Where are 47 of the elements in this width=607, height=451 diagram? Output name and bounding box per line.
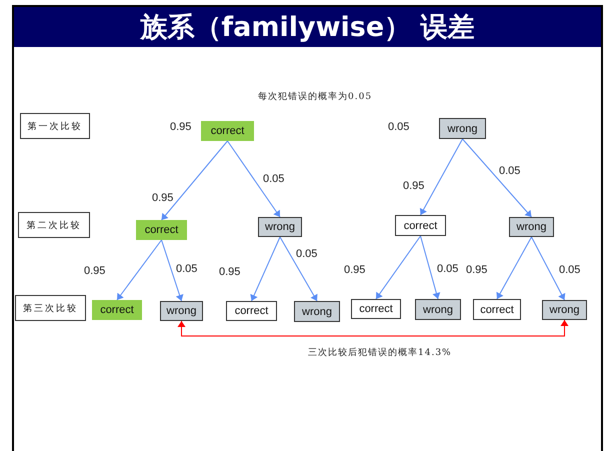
edge-label: 0.95	[344, 264, 366, 276]
edge-label: 0.95	[403, 180, 424, 192]
arrow	[250, 236, 280, 302]
probability-label: 0.05	[388, 121, 410, 133]
edge-label: 0.05	[499, 165, 520, 177]
arrow	[280, 236, 318, 302]
edge-label: 三次比较后犯错误的概率14.3%	[308, 346, 452, 359]
probability-label: 0.95	[170, 121, 192, 133]
comparison-box: 第一次比较	[20, 113, 90, 139]
edge-label: 0.05	[559, 264, 580, 276]
outcome-box: wrong	[294, 301, 340, 322]
outcome-box: correct	[136, 220, 187, 240]
outcome-box: wrong	[439, 118, 486, 139]
outcome-box: correct	[473, 299, 521, 320]
outcome-box: correct	[395, 215, 446, 236]
outcome-box: correct	[201, 121, 254, 141]
edge-label: 0.05	[176, 263, 198, 275]
edge-label: 0.95	[219, 266, 240, 278]
arrow	[178, 320, 568, 336]
arrow	[531, 236, 566, 300]
comparison-box: 第三次比较	[15, 295, 86, 321]
edge-label: 0.05	[437, 263, 458, 275]
edge-label: 0.05	[263, 173, 284, 185]
outcome-box: wrong	[160, 301, 203, 321]
arrow	[420, 138, 463, 216]
edge-label: 0.95	[152, 192, 174, 204]
title-bar: 族系（familywise） 误差	[14, 7, 601, 47]
arrow	[462, 138, 532, 218]
arrow	[496, 236, 532, 300]
comparison-box: 第二次比较	[18, 212, 90, 238]
arrow	[161, 240, 184, 302]
outcome-box: correct	[351, 299, 401, 319]
outcome-box: correct	[226, 301, 277, 321]
outcome-box: wrong	[542, 300, 587, 320]
outcome-box: correct	[92, 300, 142, 320]
arrow	[227, 140, 280, 218]
arrow	[161, 140, 228, 220]
edge-label: 0.95	[466, 264, 488, 276]
arrow	[420, 236, 440, 300]
outcome-box: wrong	[258, 217, 302, 237]
arrow	[376, 236, 421, 300]
arrow	[116, 240, 162, 300]
outcome-box: wrong	[415, 299, 461, 320]
note-text: 每次犯错误的概率为0.05	[258, 90, 372, 103]
edge-label: 0.95	[84, 265, 106, 277]
outcome-box: wrong	[509, 217, 554, 237]
edge-label: 0.05	[296, 248, 318, 260]
